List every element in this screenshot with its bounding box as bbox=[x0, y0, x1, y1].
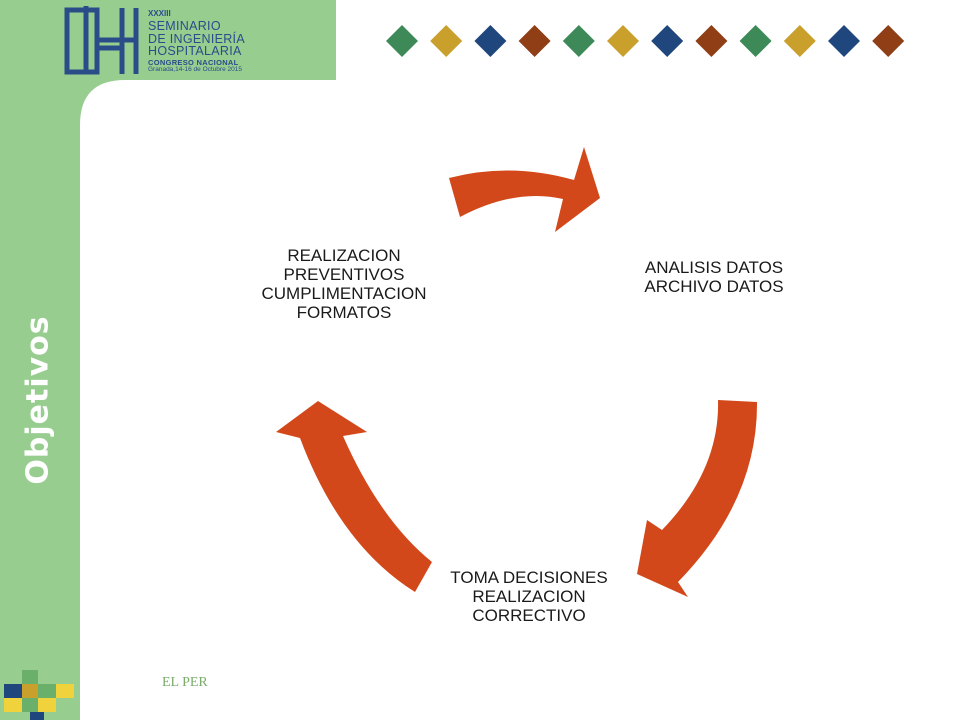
cycle-arrow-top bbox=[449, 147, 600, 232]
node-decisions-line: REALIZACION bbox=[472, 587, 586, 606]
diamond-icon bbox=[739, 25, 772, 57]
diamond-icon bbox=[828, 25, 860, 57]
logo-roman-numeral: XXXIII bbox=[148, 9, 171, 18]
diamond-icon bbox=[695, 25, 728, 57]
logo-mark-icon bbox=[64, 6, 139, 75]
node-preventive-line: FORMATOS bbox=[296, 303, 392, 322]
node-decisions: TOMA DECISIONES REALIZACION CORRECTIVO bbox=[420, 568, 638, 625]
node-data-analysis-line: ARCHIVO DATOS bbox=[644, 277, 784, 296]
node-decisions-line: TOMA DECISIONES bbox=[450, 568, 608, 587]
logo-line-2: DE INGENIERÍA bbox=[148, 31, 245, 46]
diamond-icon bbox=[872, 25, 905, 57]
cross-icon bbox=[4, 670, 74, 720]
node-data-analysis: ANALISIS DATOS ARCHIVO DATOS bbox=[620, 258, 808, 296]
cycle-arrow-group bbox=[276, 147, 758, 597]
logo-subtitle: CONGRESO NACIONAL bbox=[148, 57, 239, 67]
diamond-row bbox=[386, 25, 905, 57]
logo-line-1: SEMINARIO bbox=[148, 19, 221, 33]
cycle-arrow-left bbox=[276, 401, 432, 592]
node-data-analysis-line: ANALISIS DATOS bbox=[644, 258, 784, 277]
diamond-icon bbox=[474, 25, 507, 57]
diamond-icon bbox=[783, 25, 816, 57]
logo-text: XXXIII SEMINARIO DE INGENIERÍA HOSPITALA… bbox=[148, 10, 245, 74]
node-preventive-line: PREVENTIVOS bbox=[283, 265, 405, 284]
footer-text: EL PER bbox=[162, 675, 208, 690]
diamond-icon bbox=[651, 25, 684, 57]
seminar-logo: XXXIII SEMINARIO DE INGENIERÍA HOSPITALA… bbox=[62, 4, 332, 80]
diamond-icon bbox=[607, 25, 639, 57]
node-preventive: REALIZACION PREVENTIVOS CUMPLIMENTACION … bbox=[244, 246, 444, 322]
node-decisions-line: CORRECTIVO bbox=[472, 606, 586, 625]
node-preventive-line: CUMPLIMENTACION bbox=[261, 284, 427, 303]
diamond-icon bbox=[518, 25, 551, 57]
diamond-icon bbox=[386, 25, 418, 57]
cycle-arrow-right bbox=[637, 400, 758, 597]
logo-line-3: HOSPITALARIA bbox=[148, 44, 242, 58]
diamond-icon bbox=[430, 25, 463, 57]
diamond-icon bbox=[562, 25, 595, 57]
logo-date: Granada,14-16 de Octubre 2015 bbox=[148, 66, 242, 73]
node-preventive-line: REALIZACION bbox=[287, 246, 401, 265]
